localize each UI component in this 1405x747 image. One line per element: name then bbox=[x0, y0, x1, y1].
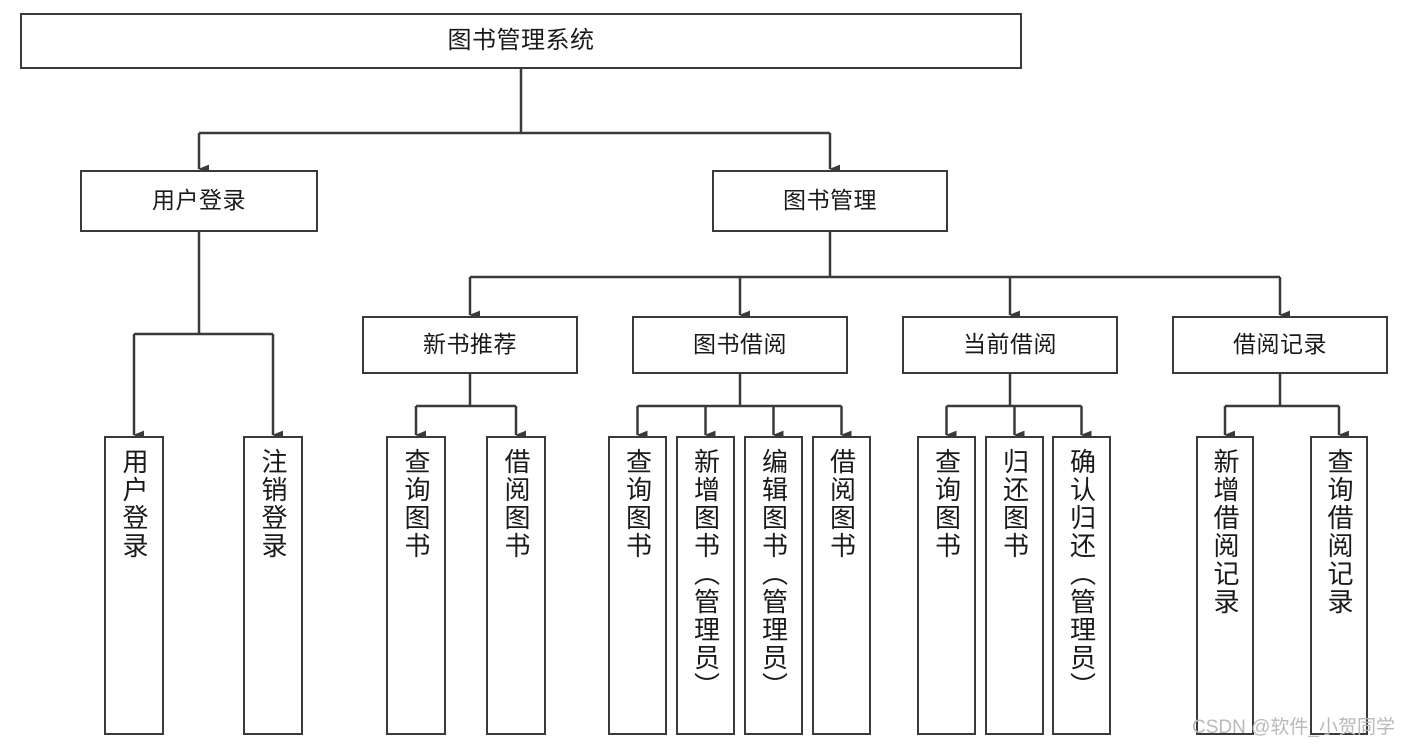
node-label: 注销登录 bbox=[258, 448, 288, 560]
node-label: 用户登录 bbox=[152, 187, 246, 214]
node-borrow[interactable]: 图书借阅 bbox=[632, 316, 848, 374]
node-label: 借阅图书 bbox=[826, 448, 857, 560]
node-label: 新增图书（管理员） bbox=[690, 448, 721, 700]
node-leaf-new-2[interactable]: 借阅图书 bbox=[486, 436, 546, 735]
node-root[interactable]: 图书管理系统 bbox=[20, 13, 1022, 69]
node-leaf-borrow-2[interactable]: 新增图书（管理员） bbox=[676, 436, 735, 735]
node-label: 确认归还（管理员） bbox=[1066, 448, 1097, 700]
node-label: 查询借阅记录 bbox=[1324, 448, 1354, 616]
node-label: 图书管理系统 bbox=[447, 26, 595, 54]
node-label: 图书借阅 bbox=[693, 331, 787, 358]
node-leaf-cur-1[interactable]: 查询图书 bbox=[917, 436, 976, 735]
node-login[interactable]: 用户登录 bbox=[80, 170, 318, 232]
node-label: 查询图书 bbox=[931, 448, 962, 560]
node-leaf-new-1[interactable]: 查询图书 bbox=[386, 436, 446, 735]
node-leaf-login-1[interactable]: 用户登录 bbox=[104, 436, 164, 735]
node-current[interactable]: 当前借阅 bbox=[902, 316, 1118, 374]
node-label: 借阅记录 bbox=[1233, 331, 1327, 358]
node-leaf-borrow-1[interactable]: 查询图书 bbox=[608, 436, 667, 735]
node-label: 借阅图书 bbox=[501, 448, 531, 560]
node-label: 查询图书 bbox=[401, 448, 431, 560]
node-leaf-borrow-4[interactable]: 借阅图书 bbox=[812, 436, 871, 735]
node-label: 图书管理 bbox=[783, 187, 877, 214]
node-bookmgmt[interactable]: 图书管理 bbox=[712, 170, 948, 232]
node-label: 用户登录 bbox=[119, 448, 149, 560]
node-leaf-cur-2[interactable]: 归还图书 bbox=[985, 436, 1044, 735]
edge-group bbox=[132, 69, 1350, 440]
node-leaf-cur-3[interactable]: 确认归还（管理员） bbox=[1052, 436, 1111, 735]
node-leaf-rec-2[interactable]: 查询借阅记录 bbox=[1310, 436, 1368, 735]
node-label: 新增借阅记录 bbox=[1210, 448, 1240, 616]
node-label: 编辑图书（管理员） bbox=[758, 448, 789, 700]
node-leaf-borrow-3[interactable]: 编辑图书（管理员） bbox=[744, 436, 803, 735]
node-label: 归还图书 bbox=[999, 448, 1030, 560]
node-label: 查询图书 bbox=[622, 448, 653, 560]
node-newbook[interactable]: 新书推荐 bbox=[362, 316, 578, 374]
node-label: 新书推荐 bbox=[423, 331, 517, 358]
node-label: 当前借阅 bbox=[963, 331, 1057, 358]
node-leaf-rec-1[interactable]: 新增借阅记录 bbox=[1196, 436, 1254, 735]
node-records[interactable]: 借阅记录 bbox=[1172, 316, 1388, 374]
watermark-text: CSDN @软件_小贺同学 bbox=[1192, 717, 1395, 738]
node-leaf-login-2[interactable]: 注销登录 bbox=[243, 436, 303, 735]
